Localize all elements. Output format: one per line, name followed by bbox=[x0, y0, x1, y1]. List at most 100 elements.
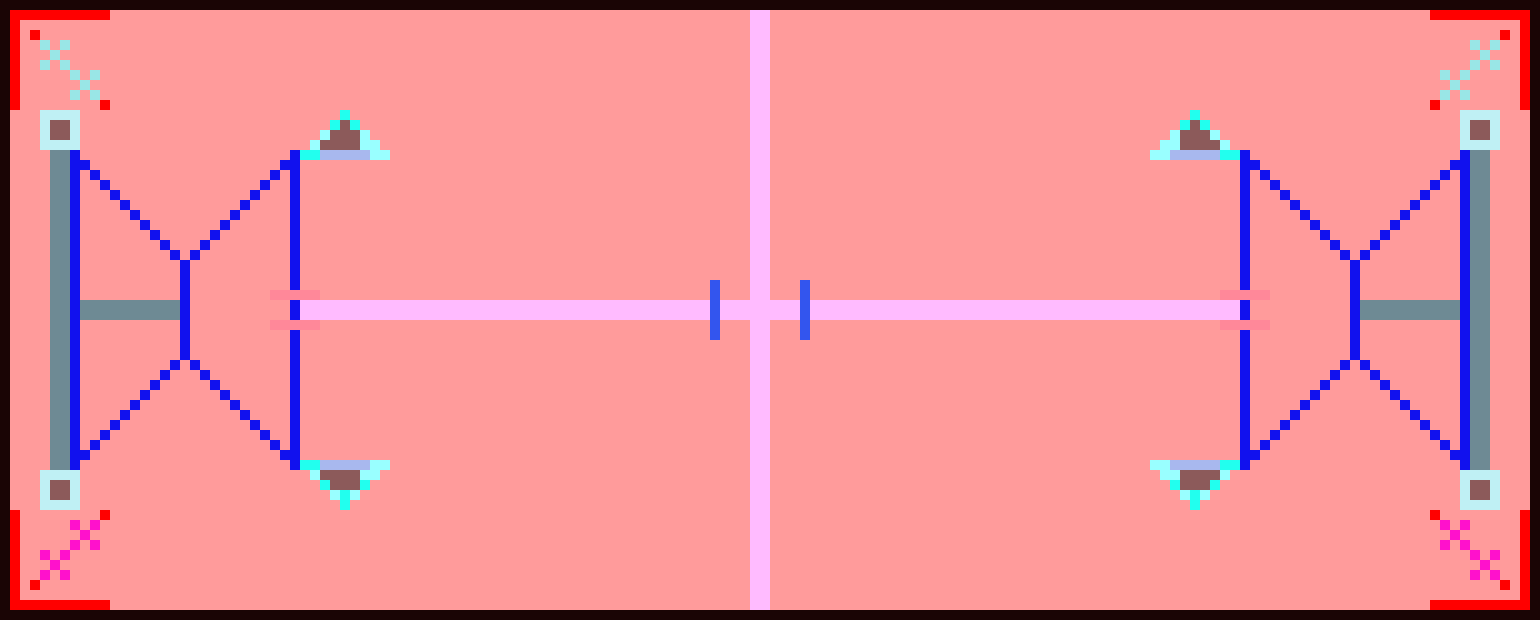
goal-crossbar bbox=[70, 300, 180, 320]
corner-bracket bbox=[1520, 10, 1530, 110]
corner-cross bbox=[50, 50, 60, 60]
goal-mouth-marker bbox=[1220, 320, 1270, 330]
goal-frame-diagonal bbox=[1330, 370, 1340, 380]
goal-frame-diagonal bbox=[1320, 230, 1330, 240]
goal-frame-back bbox=[1460, 150, 1470, 470]
goal-frame-diagonal bbox=[1270, 180, 1280, 190]
goal-frame-diagonal bbox=[80, 450, 90, 460]
cone-body bbox=[1180, 480, 1210, 490]
goal-frame-diagonal bbox=[1410, 410, 1420, 420]
cone bbox=[340, 110, 350, 120]
goal-frame-diagonal bbox=[180, 350, 190, 360]
goal-frame-diagonal bbox=[1370, 240, 1380, 250]
cone bbox=[1150, 150, 1170, 160]
goal-frame-diagonal bbox=[190, 250, 200, 260]
goal-frame-diagonal bbox=[250, 190, 260, 200]
goal-frame-diagonal bbox=[160, 370, 170, 380]
goal-frame-diagonal bbox=[150, 230, 160, 240]
goal-frame-diagonal bbox=[1300, 210, 1310, 220]
goal-mouth-marker bbox=[270, 320, 320, 330]
goal-frame-diagonal bbox=[1400, 210, 1410, 220]
goal-frame-diagonal bbox=[200, 370, 210, 380]
corner-cross bbox=[70, 70, 80, 80]
goal-frame-diagonal bbox=[210, 230, 220, 240]
cone-base bbox=[300, 150, 390, 160]
cone-body bbox=[1180, 140, 1220, 150]
goal-frame-diagonal bbox=[250, 420, 260, 430]
post-cap-core bbox=[1470, 480, 1490, 500]
cone-body bbox=[340, 120, 350, 130]
corner-cross bbox=[80, 80, 90, 90]
corner-cross bbox=[1440, 520, 1450, 530]
goal-frame-diagonal bbox=[150, 380, 160, 390]
corner-cross bbox=[1470, 40, 1480, 50]
corner-cross bbox=[40, 550, 50, 560]
midfield-bar bbox=[300, 300, 1250, 320]
goal-mouth-marker bbox=[1220, 290, 1270, 300]
goal-frame-diagonal bbox=[1430, 430, 1440, 440]
goal-frame-diagonal bbox=[1330, 240, 1340, 250]
corner-cross bbox=[1490, 570, 1500, 580]
goal-frame-diagonal bbox=[240, 200, 250, 210]
goal-frame-diagonal bbox=[1260, 440, 1270, 450]
goal-frame-diagonal bbox=[200, 240, 210, 250]
corner-bracket bbox=[10, 600, 110, 610]
corner-bracket bbox=[1430, 600, 1530, 610]
goal-frame-diagonal bbox=[120, 410, 130, 420]
corner-cross bbox=[1490, 40, 1500, 50]
goal-frame-diagonal bbox=[1260, 170, 1270, 180]
goal-frame-diagonal bbox=[1320, 380, 1330, 390]
goal-frame-diagonal bbox=[1250, 160, 1260, 170]
goal-frame-diagonal bbox=[260, 430, 270, 440]
corner-cross bbox=[90, 90, 100, 100]
corner-cross bbox=[40, 40, 50, 50]
corner-cross bbox=[1470, 60, 1480, 70]
goal-left bbox=[40, 110, 390, 510]
goal-frame-diagonal bbox=[270, 440, 280, 450]
goal-frame-back bbox=[70, 150, 80, 470]
cone bbox=[1220, 150, 1240, 160]
cone-body bbox=[330, 480, 360, 490]
cone-body bbox=[1190, 120, 1200, 130]
goal-frame-diagonal bbox=[130, 210, 140, 220]
corner-cross bbox=[1450, 80, 1460, 90]
corner-diagonal bbox=[100, 100, 110, 110]
goal-frame-diagonal bbox=[1340, 360, 1350, 370]
post-cap-core bbox=[50, 120, 70, 140]
corner-cross bbox=[90, 70, 100, 80]
corner-diagonal bbox=[1430, 510, 1440, 520]
corner-cross bbox=[90, 520, 100, 530]
goal-frame-diagonal bbox=[1340, 250, 1350, 260]
cone bbox=[340, 490, 350, 500]
corner-cross bbox=[1470, 550, 1480, 560]
goal-frame-diagonal bbox=[110, 190, 120, 200]
corner-cross bbox=[1470, 570, 1480, 580]
cone bbox=[1190, 500, 1200, 510]
goal-frame-diagonal bbox=[1250, 450, 1260, 460]
goal-frame-diagonal bbox=[1380, 380, 1390, 390]
goal-frame-diagonal bbox=[1280, 420, 1290, 430]
corner-cross bbox=[1460, 70, 1470, 80]
corner-cross bbox=[40, 60, 50, 70]
goal-frame-diagonal bbox=[1390, 220, 1400, 230]
goal-frame-diagonal bbox=[130, 400, 140, 410]
goal-frame-diagonal bbox=[1420, 420, 1430, 430]
corner-cross bbox=[60, 550, 70, 560]
goal-frame-diagonal bbox=[110, 420, 120, 430]
goal-frame-diagonal bbox=[1370, 370, 1380, 380]
goal-frame-diagonal bbox=[180, 260, 190, 270]
goal-frame-diagonal bbox=[1350, 260, 1360, 270]
goal-frame-diagonal bbox=[1450, 160, 1460, 170]
corner-cross bbox=[90, 540, 100, 550]
goal-frame-diagonal bbox=[220, 390, 230, 400]
corner-diagonal bbox=[30, 580, 40, 590]
corner-diagonal bbox=[1500, 30, 1510, 40]
corner-cross bbox=[1460, 520, 1470, 530]
goal-frame-diagonal bbox=[230, 210, 240, 220]
cone-body bbox=[1180, 470, 1220, 480]
corner-bracket bbox=[1430, 10, 1530, 20]
corner-cross bbox=[1480, 560, 1490, 570]
goal-frame-diagonal bbox=[1360, 250, 1370, 260]
goal-frame-diagonal bbox=[140, 390, 150, 400]
